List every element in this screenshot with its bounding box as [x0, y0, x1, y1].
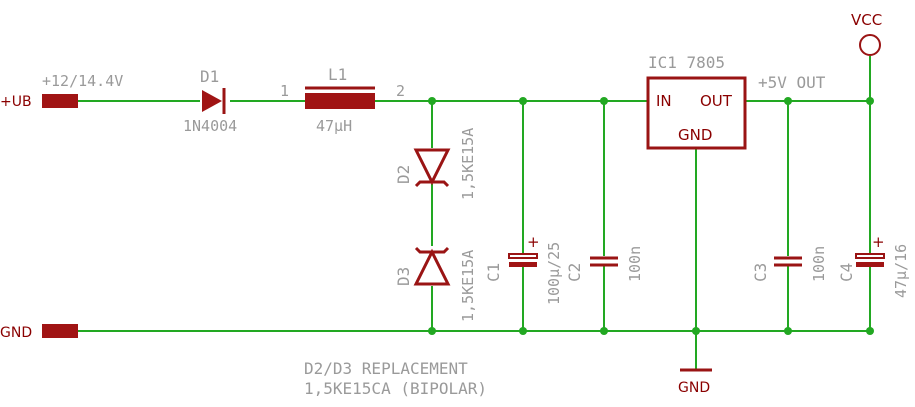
tvs-triangle-icon	[413, 148, 451, 186]
l1-pin2: 2	[396, 82, 405, 100]
l1-name: L1	[328, 65, 347, 84]
junctions	[428, 97, 874, 335]
d3-name: D3	[394, 267, 413, 286]
c1-value: 100µ/25	[545, 242, 563, 305]
vin-label: +UB	[0, 94, 32, 110]
cap-plate-positive-icon	[508, 253, 538, 259]
capacitor-c2	[590, 256, 618, 267]
tvs-triangle-icon	[413, 248, 451, 286]
junction-dot	[428, 327, 436, 335]
gnd-pad	[42, 324, 78, 338]
ic1-pin-in: IN	[656, 92, 672, 110]
cap-plate-positive-icon	[855, 253, 885, 259]
note-line1: D2/D3 REPLACEMENT	[304, 359, 468, 378]
tvs-bar-icon	[414, 246, 450, 254]
d3-value: 1,5KE15A	[459, 250, 477, 322]
inductor-body-icon	[305, 93, 375, 109]
tvs-diode-d3	[412, 246, 452, 286]
l1-pin1: 1	[280, 82, 289, 100]
vin-pad	[42, 94, 78, 108]
gnd-symbol-label: GND	[678, 380, 710, 396]
polarity-plus-icon: +	[872, 233, 885, 251]
l1-value: 47µH	[316, 117, 352, 135]
vcc-terminal-icon	[859, 34, 881, 56]
junction-dot	[428, 97, 436, 105]
junction-dot	[600, 97, 608, 105]
cap-plate-negative-icon	[856, 262, 884, 267]
wires	[78, 56, 871, 369]
junction-dot	[692, 327, 700, 335]
tvs-diode-d2	[412, 148, 452, 188]
c1-name: C1	[484, 263, 503, 282]
junction-dot	[519, 97, 527, 105]
regulator-ic1	[646, 76, 747, 150]
inductor-l1	[305, 86, 375, 109]
c4-name: C4	[837, 263, 856, 282]
junction-dot	[600, 327, 608, 335]
diode-d1	[202, 88, 226, 114]
vcc-label: VCC	[851, 11, 882, 29]
vin-range-label: +12/14.4V	[42, 72, 123, 90]
d2-value: 1,5KE15A	[459, 128, 477, 200]
ic1-pin-out: OUT	[700, 92, 733, 110]
capacitor-c3	[774, 256, 802, 267]
polarity-plus-icon: +	[527, 233, 540, 251]
junction-dot	[866, 97, 874, 105]
ic1-pin-gnd: GND	[678, 126, 712, 144]
c3-value: 100n	[810, 246, 828, 282]
cap-plate-negative-icon	[509, 262, 537, 267]
capacitor-c4: +	[855, 233, 885, 267]
gnd-input-label: GND	[0, 325, 32, 341]
junction-dot	[866, 327, 874, 335]
out-net-label: +5V OUT	[758, 73, 826, 92]
d2-name: D2	[394, 165, 413, 184]
c4-value: 47µ/16	[892, 244, 910, 298]
tvs-bar-icon	[414, 180, 450, 188]
d1-value: 1N4004	[183, 117, 237, 135]
junction-dot	[784, 327, 792, 335]
capacitor-c1: +	[508, 233, 540, 267]
c2-name: C2	[565, 263, 584, 282]
ic1-name: IC1 7805	[648, 53, 725, 72]
junction-dot	[784, 97, 792, 105]
c2-value: 100n	[626, 246, 644, 282]
ic-body	[646, 76, 747, 150]
note-line2: 1,5KE15CA (BIPOLAR)	[304, 379, 487, 398]
c3-name: C3	[751, 263, 770, 282]
d1-name: D1	[200, 67, 219, 86]
junction-dot	[519, 327, 527, 335]
diode-triangle-icon	[202, 90, 222, 112]
